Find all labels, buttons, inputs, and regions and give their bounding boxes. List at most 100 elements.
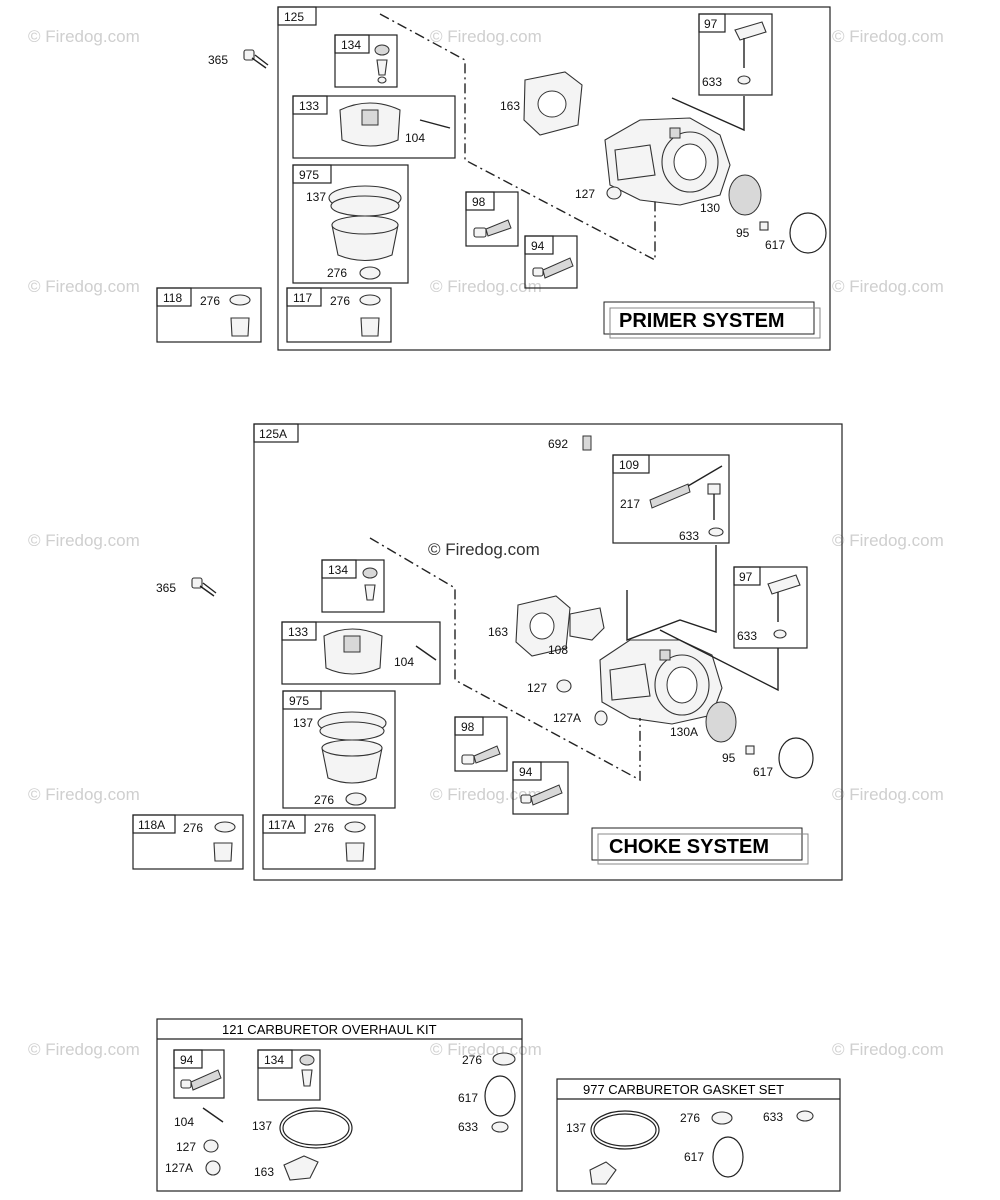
choke-shaft-97-part — [734, 21, 767, 85]
label-133: 133 — [299, 99, 319, 113]
gasket-617-kit-part — [484, 1075, 516, 1117]
label-617-set: 617 — [684, 1150, 704, 1164]
primer-system-section: 125 365 134 133 104 975 — [156, 6, 831, 351]
label-109: 109 — [619, 458, 639, 472]
label-127a-choke: 127A — [553, 711, 581, 725]
label-97: 97 — [704, 17, 718, 31]
label-276-kit: 276 — [462, 1053, 482, 1067]
bowl-nut-117-part — [359, 294, 381, 337]
watermark-1: © Firedog.com — [28, 27, 140, 46]
watermark-12: © Firedog.com — [28, 1040, 140, 1059]
gasket-617-set-part — [712, 1136, 744, 1178]
label-104-choke: 104 — [394, 655, 414, 669]
box-975-choke — [282, 690, 396, 809]
label-217: 217 — [620, 497, 640, 511]
inlet-needle-134-choke-part — [362, 567, 378, 601]
label-118a: 118A — [138, 818, 165, 832]
label-118: 118 — [163, 291, 182, 305]
label-163-choke: 163 — [488, 625, 508, 639]
plug-127-kit-part — [203, 1139, 219, 1153]
label-127: 127 — [575, 187, 595, 201]
label-633-97-choke: 633 — [737, 629, 757, 643]
float-bowl-975-part — [328, 185, 402, 262]
label-94-choke: 94 — [519, 765, 533, 779]
label-633: 633 — [702, 75, 722, 89]
bowl-nut-118a-part — [213, 821, 236, 862]
inlet-needle-134-part — [374, 44, 390, 84]
gasket-137-set-part — [590, 1110, 660, 1150]
label-633-set: 633 — [763, 1110, 783, 1124]
label-box-125a — [253, 423, 299, 443]
label-134: 134 — [341, 38, 361, 52]
label-130: 130 — [700, 201, 720, 215]
label-276-set: 276 — [680, 1111, 700, 1125]
box-118a — [132, 814, 244, 870]
label-975-choke: 975 — [289, 694, 309, 708]
choke-system-section: 125A 365 692 109 217 633 134 — [132, 423, 843, 881]
plug-127-part — [606, 186, 622, 200]
watermark-5: © Firedog.com — [430, 277, 542, 296]
inlet-needle-134-kit-part — [299, 1054, 315, 1087]
plug-127a-choke-part — [594, 710, 608, 726]
screw-98-choke-part — [461, 745, 501, 765]
box-97 — [698, 13, 773, 96]
box-118 — [156, 287, 262, 343]
label-130a: 130A — [670, 725, 698, 739]
label-276-bowl-choke: 276 — [314, 793, 334, 807]
screw-94-choke-part — [520, 784, 563, 806]
gasket-163-kit-part — [283, 1155, 319, 1181]
watermark-11: © Firedog.com — [832, 785, 944, 804]
label-975: 975 — [299, 168, 319, 182]
label-365: 365 — [208, 53, 228, 67]
washer-276-bowl-part — [359, 266, 381, 280]
label-97-choke: 97 — [739, 570, 753, 584]
watermark-14: © Firedog.com — [832, 1040, 944, 1059]
label-276-bowl: 276 — [327, 266, 347, 280]
bracket-set-part — [589, 1161, 617, 1185]
label-127-kit: 127 — [176, 1140, 196, 1154]
plate-130-part — [728, 174, 762, 216]
washer-276-kit-part — [492, 1052, 516, 1066]
label-365-choke: 365 — [156, 581, 176, 595]
label-94: 94 — [531, 239, 545, 253]
label-617-choke: 617 — [753, 765, 773, 779]
label-104-kit: 104 — [174, 1115, 194, 1129]
screw-98-part — [473, 219, 512, 238]
gasket-set-frame — [556, 1078, 841, 1192]
label-163-kit: 163 — [254, 1165, 274, 1179]
primer-frame — [277, 6, 831, 351]
washer-276-set-part — [711, 1111, 733, 1125]
float-133-part — [339, 102, 401, 147]
label-133-choke: 133 — [288, 625, 308, 639]
watermark-9: © Firedog.com — [28, 785, 140, 804]
label-104: 104 — [405, 131, 425, 145]
plate-108-part — [569, 607, 605, 641]
center-watermark: © Firedog.com — [428, 540, 540, 559]
primer-system-title: PRIMER SYSTEM — [619, 310, 785, 332]
watermark-4: © Firedog.com — [28, 277, 140, 296]
bowl-nut-117a-part — [344, 821, 366, 862]
box-97-choke — [733, 566, 808, 649]
label-137-set: 137 — [566, 1121, 586, 1135]
box-133-choke — [281, 621, 441, 685]
screw-95-part — [759, 221, 769, 231]
screw-94-kit-part — [180, 1069, 222, 1091]
box-117a — [262, 814, 376, 870]
screw-365-part — [243, 49, 269, 69]
watermark-10: © Firedog.com — [430, 785, 542, 804]
governor-spring-217-part — [649, 465, 724, 537]
overhaul-kit-title: 121 CARBURETOR OVERHAUL KIT — [222, 1022, 437, 1037]
float-pin-104-choke-part — [415, 645, 437, 661]
plug-127-choke-part — [556, 679, 572, 693]
bowl-nut-118-part — [229, 294, 251, 337]
screw-94-part — [532, 257, 574, 279]
label-98: 98 — [472, 195, 486, 209]
choke-shaft-97-choke-part — [767, 574, 801, 639]
screw-365-choke-part — [191, 577, 217, 597]
carburetor-body-choke-part — [599, 639, 723, 725]
label-95: 95 — [736, 226, 750, 240]
gasket-set-title: 977 CARBURETOR GASKET SET — [583, 1082, 784, 1097]
carburetor-body-part — [604, 117, 731, 206]
watermark-3: © Firedog.com — [832, 27, 944, 46]
